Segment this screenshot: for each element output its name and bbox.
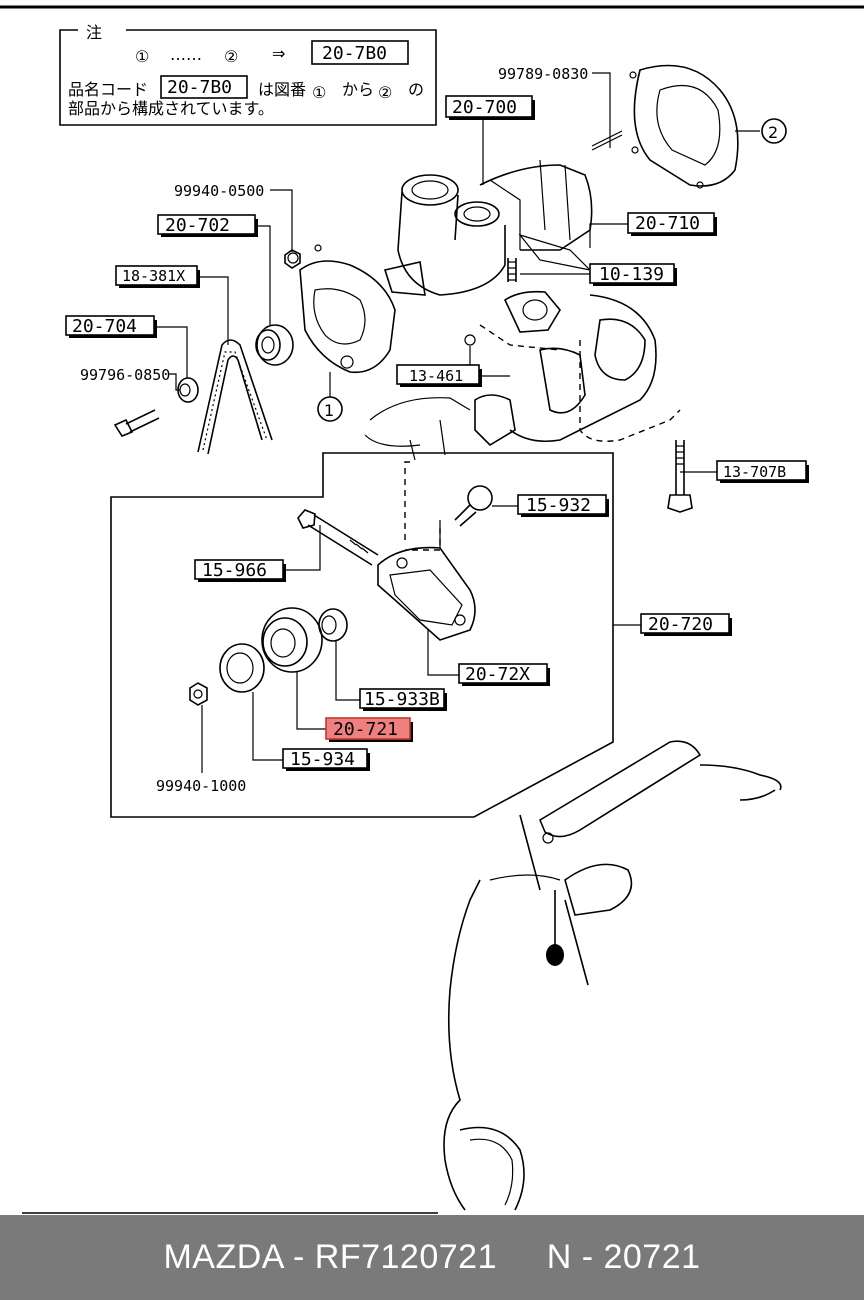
footer-part-text: MAZDA - RF7120721 N - 20721: [163, 1238, 701, 1276]
callout-99796-0850[interactable]: 99796-0850: [80, 366, 170, 384]
note-code-box: [160, 75, 248, 99]
legend-code: 20-7B0: [322, 43, 387, 64]
bushing-drawing: [177, 377, 199, 403]
callout-99940-0500[interactable]: 99940-0500: [174, 182, 264, 200]
bolt-15-966-drawing: [297, 509, 379, 566]
note-line2-mid: は図番: [258, 80, 306, 99]
callout-20-721[interactable]: 20-721: [333, 719, 398, 740]
callout-box-20-700: [445, 95, 533, 118]
legend-code-box: [311, 40, 409, 65]
legend-from: ①: [135, 47, 149, 66]
callout-13-707b[interactable]: 13-707B: [723, 463, 786, 481]
callout-circle-2[interactable]: 2: [768, 123, 778, 142]
callout-18-381x[interactable]: 18-381X: [122, 267, 185, 285]
callout-box-10-139: [589, 263, 675, 284]
idler-pulley-drawing: [261, 607, 323, 673]
callout-box-15-932: [517, 494, 607, 515]
timing-cover-drawing: [287, 244, 396, 374]
note-line2-kara: から: [342, 80, 374, 99]
callout-box-13-461: [396, 364, 480, 385]
engine-outline-drawing: [443, 740, 782, 1211]
pulley-drawing: [255, 324, 294, 366]
note-line2-prefix: 品名コード: [68, 80, 148, 99]
legend-dots: ……: [170, 45, 202, 64]
nut-99940-1000-drawing: [189, 682, 208, 706]
note-line2-no: の: [408, 80, 424, 99]
note-line3: 部品から構成されています。: [68, 99, 274, 118]
callout-box-20-72x: [458, 663, 548, 684]
exhaust-manifold-drawing: [364, 290, 657, 461]
note-line2-from: ①: [312, 83, 326, 102]
bolt-15-932-drawing: [439, 485, 493, 548]
callout-20-702[interactable]: 20-702: [165, 215, 230, 236]
callout-13-461[interactable]: 13-461: [409, 367, 463, 385]
water-pump-housing-drawing: [383, 159, 593, 296]
note-title: 注: [86, 23, 102, 42]
callout-99940-1000[interactable]: 99940-1000: [156, 777, 246, 795]
circle-marker-2: [761, 118, 787, 144]
callout-20-700[interactable]: 20-700: [452, 97, 517, 118]
callout-box-18-381x: [115, 265, 198, 286]
callout-20-720[interactable]: 20-720: [648, 614, 713, 635]
bolt-dashed-line: [404, 461, 441, 551]
note-line2-code: 20-7B0: [167, 77, 232, 98]
bolt-99796-drawing: [113, 409, 160, 437]
callout-box-15-966: [194, 559, 284, 580]
legend-to: ②: [224, 47, 238, 66]
tensioner-group-frame: [110, 452, 614, 818]
ring-15-934-drawing: [219, 643, 265, 693]
callout-box-20-710: [627, 212, 715, 234]
callout-10-139[interactable]: 10-139: [599, 264, 664, 285]
circle-marker-1: [317, 396, 343, 422]
callout-20-72x[interactable]: 20-72X: [465, 664, 530, 685]
callout-box-15-933b: [359, 688, 445, 709]
callout-circle-1[interactable]: 1: [324, 401, 334, 420]
stud-drawing: [507, 258, 517, 282]
note-box: 注 ① …… ② ⇒ 20-7B0 品名コード 20-7B0 は図番 ① から …: [59, 23, 437, 126]
callout-box-13-707b: [716, 460, 807, 481]
callout-15-932[interactable]: 15-932: [526, 495, 591, 516]
callout-15-966[interactable]: 15-966: [202, 560, 267, 581]
washer-15-933b-drawing: [318, 608, 348, 642]
belt-drawing: [197, 339, 273, 455]
callout-box-20-704: [65, 315, 155, 336]
callout-20-710[interactable]: 20-710: [635, 213, 700, 234]
callout-15-933b[interactable]: 15-933B: [364, 689, 440, 710]
callout-15-934[interactable]: 15-934: [290, 749, 355, 770]
leader-lines: [154, 72, 760, 773]
bracket-drawing: [377, 546, 476, 641]
legend-arrow: ⇒: [272, 44, 285, 63]
note-line2-to: ②: [378, 83, 392, 102]
pump-gasket-drawing: [591, 64, 739, 189]
callout-box-20-720: [640, 613, 730, 634]
callout-99789-0830[interactable]: 99789-0830: [498, 65, 588, 83]
callout-box-20-721-highlighted: [325, 717, 411, 740]
callout-box-20-702: [157, 214, 256, 235]
bolt-13-707b-drawing: [667, 440, 693, 513]
manifold-dashed-lines: [479, 324, 681, 442]
callout-box-15-934: [282, 748, 368, 769]
part-number-footer: MAZDA - RF7120721 N - 20721: [0, 1215, 864, 1300]
parts-diagram: 注 ① …… ② ⇒ 20-7B0 品名コード 20-7B0 は図番 ① から …: [0, 5, 864, 1214]
callout-20-704[interactable]: 20-704: [72, 316, 137, 337]
